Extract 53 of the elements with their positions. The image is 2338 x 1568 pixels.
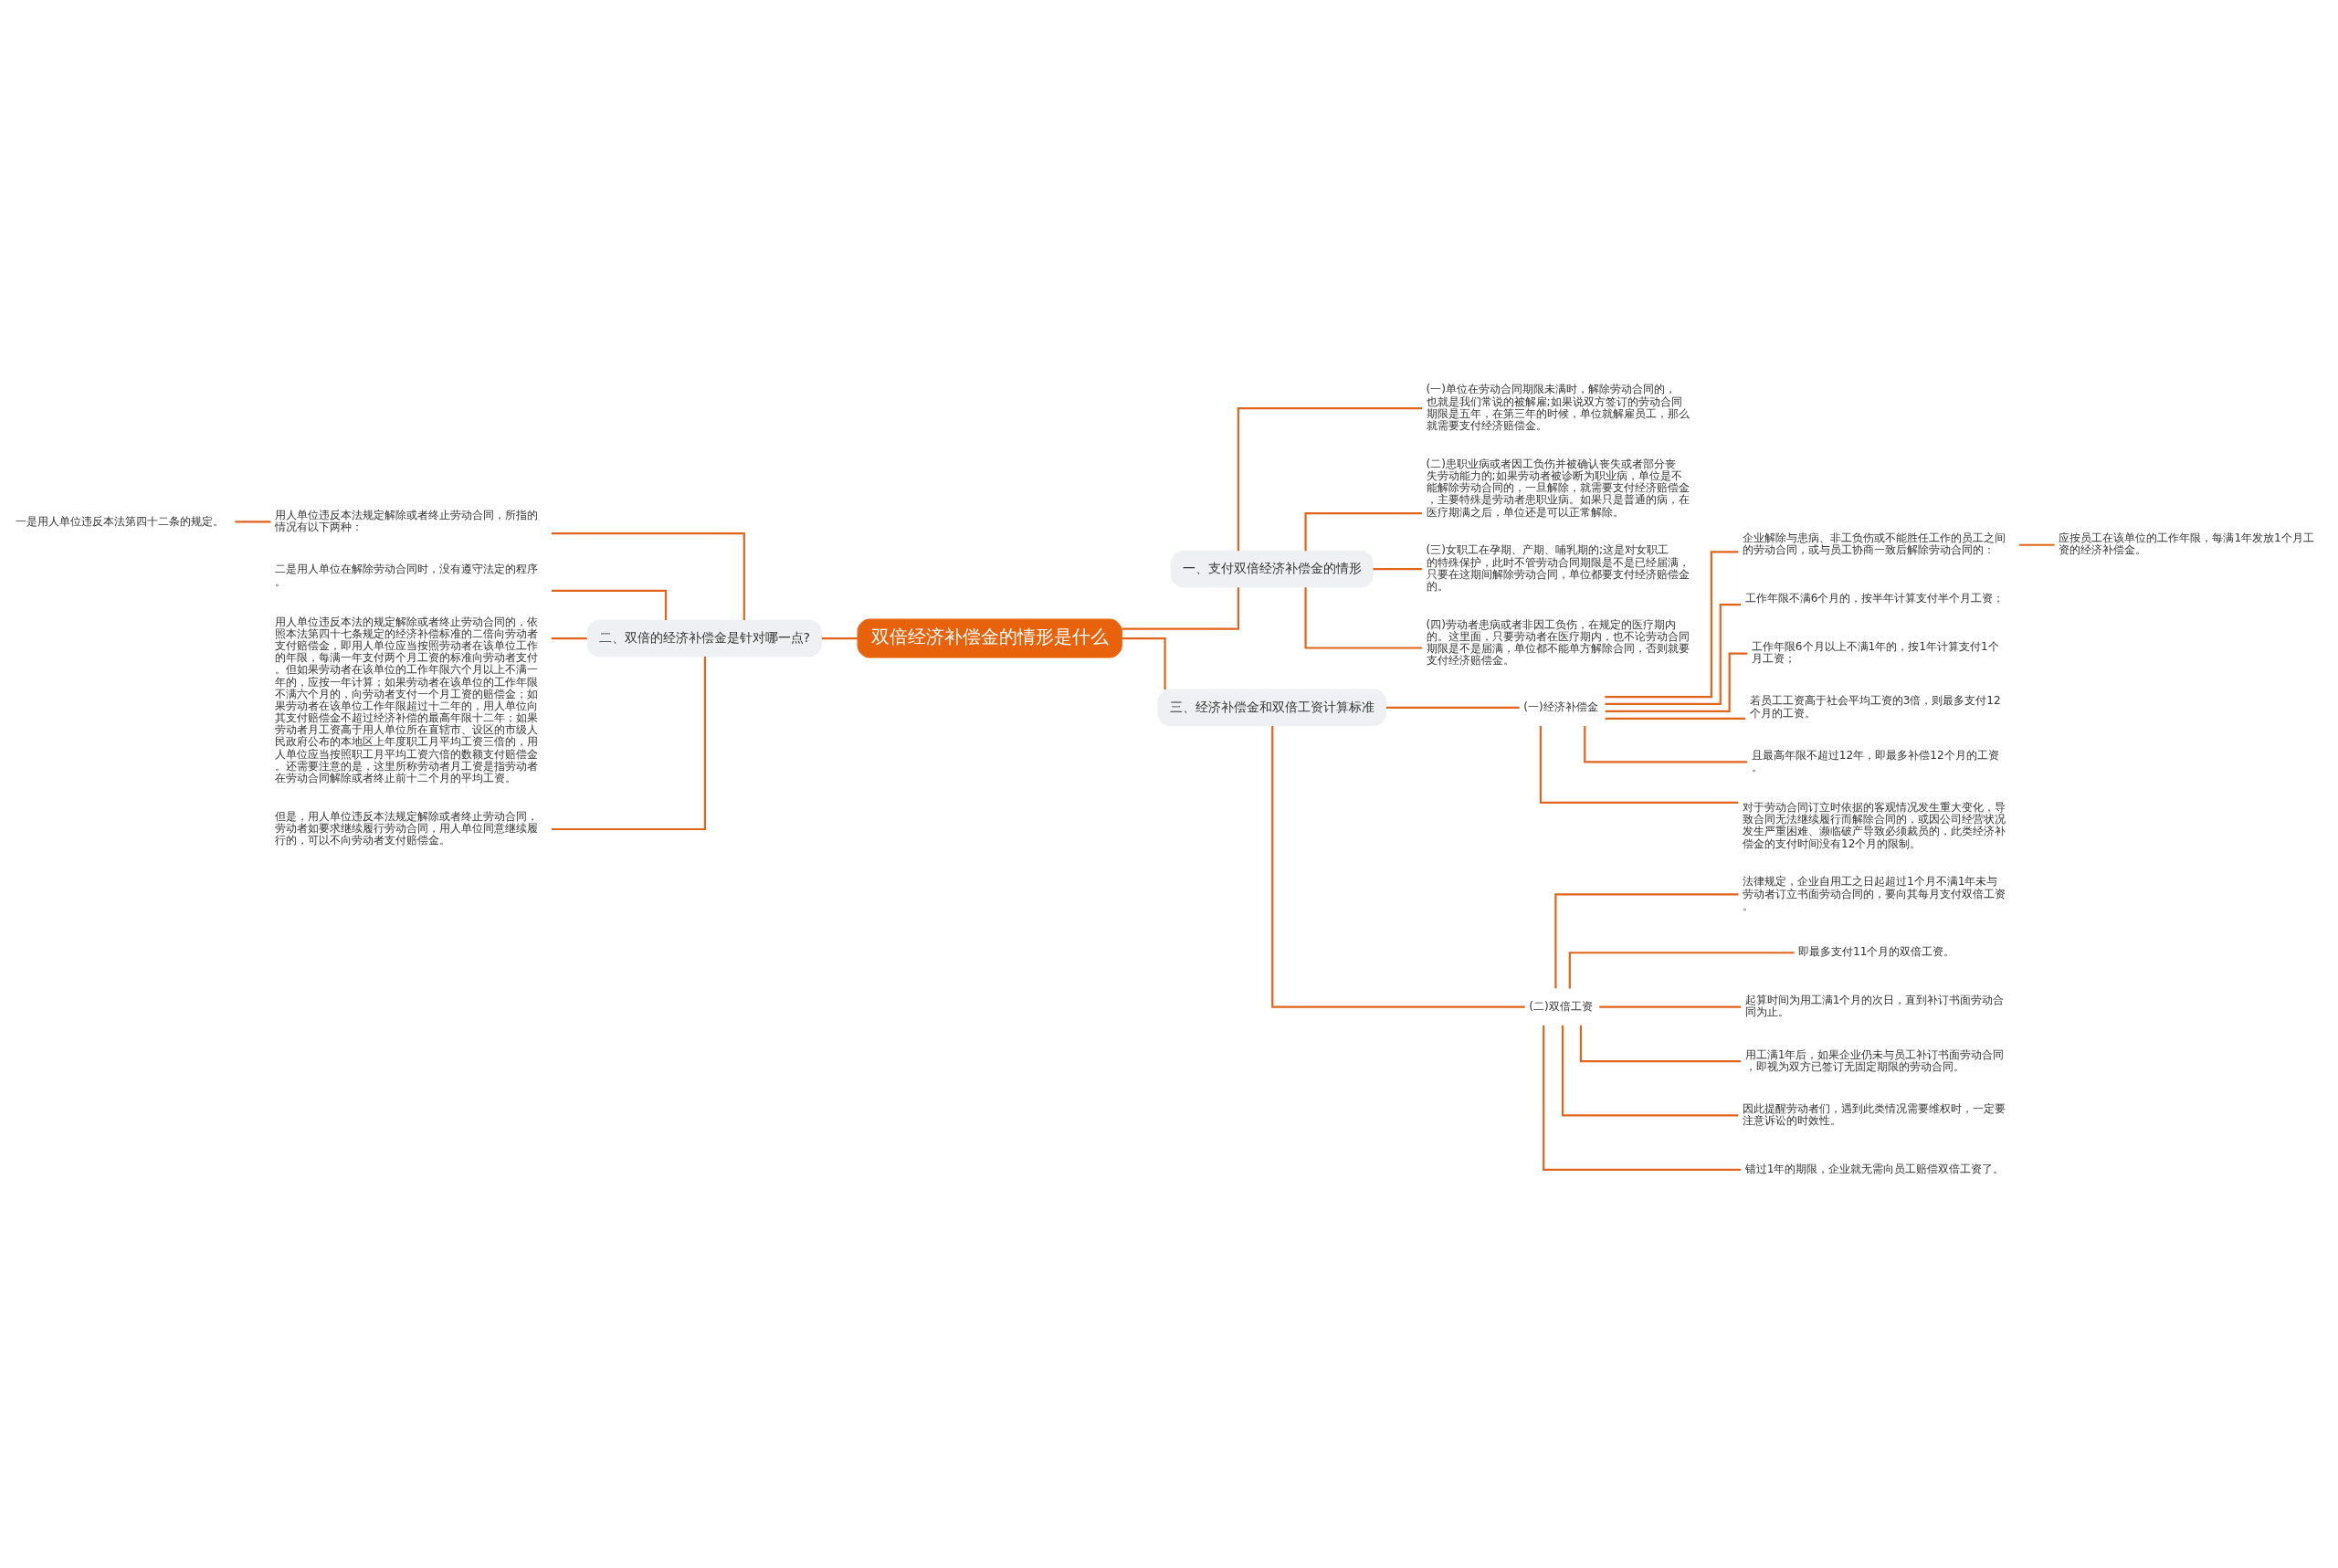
node-box: 二、双倍的经济补偿金是针对哪一点? xyxy=(586,619,823,658)
node-text: 若员工工资高于社会平均工资的3倍，则最多支付12个月的工资。 xyxy=(1749,694,2001,720)
connector xyxy=(1271,725,1525,1008)
connector xyxy=(1304,512,1422,552)
connector xyxy=(1562,1025,1739,1117)
node-text: 且最高年限不超过12年，即最多补偿12个月的工资。 xyxy=(1751,748,1999,773)
connector xyxy=(1584,726,1748,763)
connector xyxy=(1605,717,1746,720)
node-text: 用工满1年后，如果企业仍未与员工补订书面劳动合同，即视为双方已签订无固定期限的劳动合同。 xyxy=(1744,1047,2005,1073)
connector xyxy=(1599,1005,1742,1008)
connector xyxy=(1373,568,1422,571)
node-text: (二)双倍工资 xyxy=(1529,999,1593,1013)
node-box: 三、经济补偿金和双倍工资计算标准 xyxy=(1157,689,1387,727)
node-text: 但是，用人单位违反本法规定解除或者终止劳动合同，劳动者如要求继续履行劳动合同，用人单位同意继续履行的，可以不向劳动者支付赔偿金。 xyxy=(275,809,539,847)
node-text: (一)单位在劳动合同期限未满时，解除劳动合同的，也就是我们常说的被解雇;如果说双方签订的劳动合同期限是五年，在第三年的时候，单位就解雇员工，那么就需要支付经济赔偿金。 xyxy=(1426,383,1690,433)
connector xyxy=(821,637,858,640)
connector xyxy=(1385,706,1520,709)
node-text: 一是用人单位违反本法第四十二条的规定。 xyxy=(16,514,225,528)
connector xyxy=(235,521,271,523)
node-text: (三)女职工在孕期、产期、哺乳期的;这是对女职工的特殊保护，此时不管劳动合同期限是不是已经届满，只要在这期间解除劳动合同，单位都要支付经济赔偿金的。 xyxy=(1426,543,1690,594)
connector xyxy=(1543,1025,1742,1171)
connector xyxy=(1122,587,1239,630)
node-text: 应按员工在该单位的工作年限，每满1年发放1个月工资的经济补偿金。 xyxy=(2059,531,2314,557)
node-text: 企业解除与患病、非工负伤或不能胜任工作的员工之间的劳动合同，或与员工协商一致后解除劳动合同的： xyxy=(1742,531,2006,557)
connector xyxy=(1554,893,1739,989)
connector xyxy=(1605,652,1748,712)
connector xyxy=(552,657,706,831)
connector xyxy=(1237,407,1423,552)
connector xyxy=(1605,604,1742,706)
node-text: 二是用人单位在解除劳动合同时，没有遵守法定的程序。 xyxy=(275,563,539,588)
connector xyxy=(1539,725,1739,804)
connector xyxy=(1568,952,1795,989)
node-text: (二)患职业病或者因工负伤并被确认丧失或者部分丧失劳动能力的;如果劳动者被诊断为职业病，单位是不能解除劳动合同的，一旦解除，就需要支付经济赔偿金，主要特殊是劳动者患职业病。如果只是普通的病，在医疗期满之后，单位还是可以正常解除。 xyxy=(1426,457,1690,519)
node-text: 法律规定，企业自用工之日起超过1个月不满1年未与劳动者订立书面劳动合同的，要向其每月支付双倍工资。 xyxy=(1742,875,2006,912)
node-text: 因此提醒劳动者们，遇到此类情况需要维权时，一定要注意诉讼的时效性。 xyxy=(1742,1101,2006,1128)
connector xyxy=(551,532,745,620)
node-text: 错过1年的期限，企业就无需向员工赔偿双倍工资了。 xyxy=(1744,1162,2005,1175)
node-text: 对于劳动合同订立时依据的客观情况发生重大变化，导致合同无法继续履行而解除合同的，或因公司经营状况发生严重困难、濒临破产导致必须裁员的，此类经济补偿金的支付时间没有12个月的限制。 xyxy=(1742,800,2006,850)
node-text: 工作年限不满6个月的，按半年计算支付半个月工资； xyxy=(1744,592,2005,605)
connector xyxy=(2018,543,2055,546)
node-text: 即最多支付11个月的双倍工资。 xyxy=(1798,945,1955,959)
node-text: 起算时间为用工满1个月的次日，直到补订书面劳动合同为止。 xyxy=(1744,994,2005,1019)
node-text: (四)劳动者患病或者非因工负伤，在规定的医疗期内的。这里面，只要劳动者在医疗期内，也不论劳动合同期限是不是届满，单位都不能单方解除合同，否则就要支付经济赔偿金。 xyxy=(1426,617,1690,668)
connector xyxy=(551,637,587,640)
connector xyxy=(1579,1025,1741,1063)
node-box: 双倍经济补偿金的情形是什么 xyxy=(857,618,1122,658)
node-box: 一、支付双倍经济补偿金的情形 xyxy=(1170,550,1374,588)
connector xyxy=(1304,587,1422,649)
connector xyxy=(1122,637,1166,689)
node-text: 用人单位违反本法的规定解除或者终止劳动合同的，依照本法第四十七条规定的经济补偿标准的二倍向劳动者支付赔偿金，即用人单位应当按照劳动者在该单位工作的年限，每满一年支付两个月工资的标准向劳动者支付。但如果劳动者在该单位的工作年限六个月以上不满一年的，应按一年计算；如果劳动者在该单位的工作年限不满六个月的，向劳动者支付一个月工资的赔偿金；如果劳动者在该单位工作年限超过十二年的，用人单位向其支付赔偿金不超过经济补偿的最高年限十二年；如果劳动者月工资高于用人单位所在直辖市、设区的市级人民政府公布的本地区上年度职工月平均工资三倍的，用人单位应当按照职工月平均工资六倍的数额支付赔偿金。还需要注意的是，这里所称劳动者月工资是指劳动者在劳动合同解除或者终止前十二个月的平均工资。 xyxy=(275,615,539,785)
node-text: 用人单位违反本法规定解除或者终止劳动合同，所指的情况有以下两种： xyxy=(275,508,539,534)
node-text: (一)经济补偿金 xyxy=(1523,700,1598,713)
node-text: 工作年限6个月以上不满1年的，按1年计算支付1个月工资； xyxy=(1751,640,1999,666)
